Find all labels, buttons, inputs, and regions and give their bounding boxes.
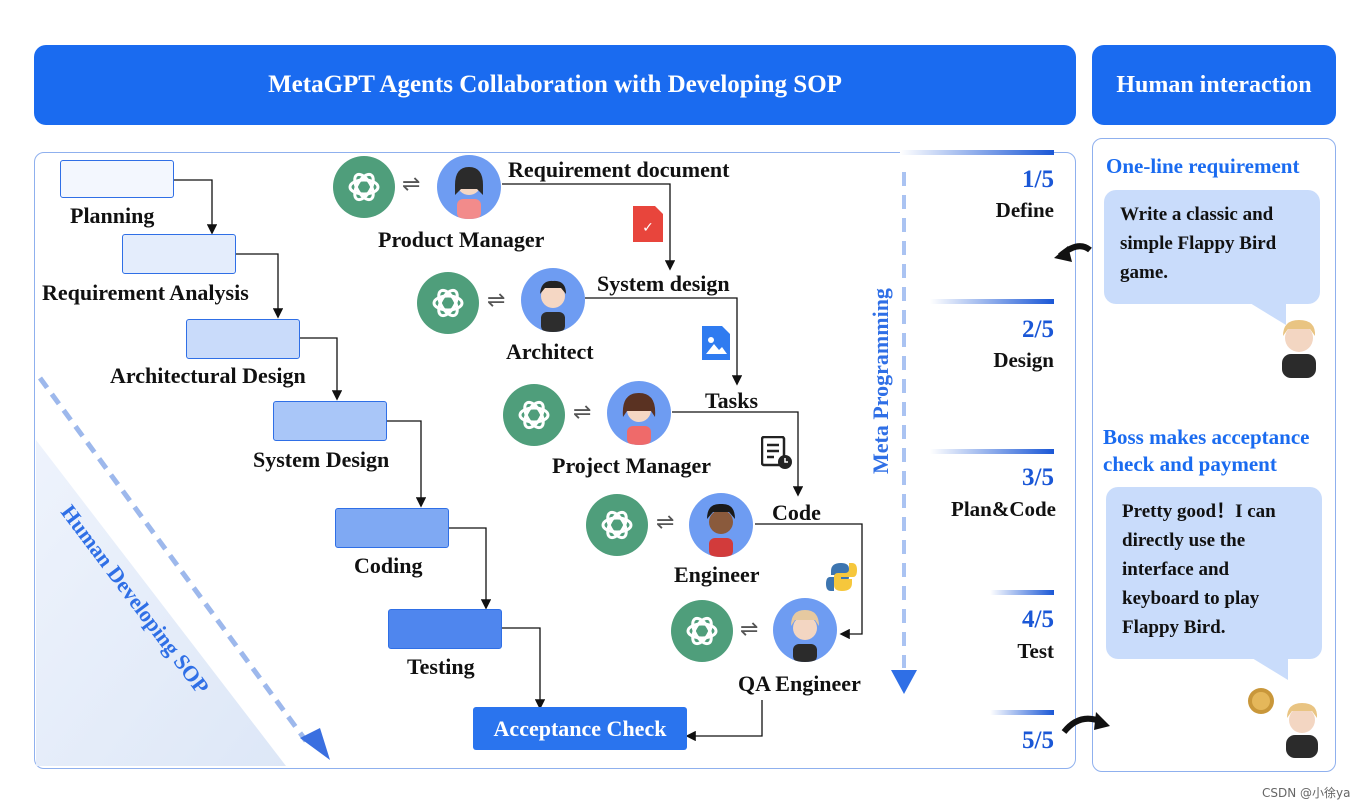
one-line-requirement-heading: One-line requirement <box>1106 154 1300 178</box>
swap-icon: ⇌ <box>656 510 675 535</box>
project-manager-avatar <box>607 381 671 445</box>
acceptance-check-box: Acceptance Check <box>473 707 687 750</box>
acceptance-check-label: Acceptance Check <box>493 715 667 741</box>
stage-num-3: 3/5 <box>1022 464 1054 491</box>
stage-name-4: Test <box>1017 639 1054 663</box>
sop-label-testing: Testing <box>407 654 475 679</box>
architect-avatar <box>521 268 585 332</box>
engineer-avatar <box>689 493 753 557</box>
main-title: MetaGPT Agents Collaboration with Develo… <box>268 71 842 98</box>
role-qa-engineer: QA Engineer <box>738 671 861 696</box>
artifact-tasks: Tasks <box>705 388 759 413</box>
sop-label-system: System Design <box>253 447 390 472</box>
openai-icon <box>417 272 479 334</box>
artifact-requirement-doc: Requirement document <box>508 157 730 182</box>
sop-box-coding <box>335 508 449 548</box>
stage-name-2: Design <box>993 348 1054 372</box>
side-title-banner: Human interaction <box>1092 45 1336 125</box>
main-title-banner: MetaGPT Agents Collaboration with Develo… <box>34 45 1076 125</box>
stage-num-4: 4/5 <box>1022 606 1054 633</box>
boss-avatar <box>1274 694 1330 763</box>
openai-icon <box>586 494 648 556</box>
boss-heading-line2: check and payment <box>1103 452 1277 476</box>
pdf-file-icon: ✓ <box>633 206 663 242</box>
user-avatar <box>1270 312 1328 383</box>
sop-gradient-triangle <box>36 440 286 766</box>
bubble-tail <box>1250 303 1286 325</box>
openai-icon <box>503 384 565 446</box>
sop-label-coding: Coding <box>354 553 423 578</box>
stage-num-5: 5/5 <box>1022 727 1054 754</box>
artifact-system-design: System design <box>597 271 730 296</box>
stage-num-2: 2/5 <box>1022 316 1054 343</box>
requirement-bubble: Write a classic and simple Flappy Bird g… <box>1104 190 1320 304</box>
stage-num-1: 1/5 <box>1022 166 1054 193</box>
artifact-code: Code <box>772 500 821 525</box>
sop-label-requirement: Requirement Analysis <box>42 280 249 305</box>
image-file-icon <box>702 326 730 360</box>
qa-engineer-avatar <box>773 598 837 662</box>
bubble-tail <box>1252 658 1288 680</box>
sop-box-planning <box>60 160 174 198</box>
swap-icon: ⇌ <box>740 617 759 642</box>
role-project-manager: Project Manager <box>552 453 712 478</box>
product-manager-avatar <box>437 155 501 219</box>
boss-text: Pretty good！I can directly use the inter… <box>1122 501 1276 638</box>
sop-box-system <box>273 401 387 441</box>
side-title: Human interaction <box>1116 71 1312 98</box>
svg-text:✓: ✓ <box>642 220 654 236</box>
openai-icon <box>671 600 733 662</box>
coin-icon <box>1248 688 1274 714</box>
meta-programming-label: Meta Programming <box>868 288 893 474</box>
python-icon <box>826 563 857 591</box>
stage-name-1: Define <box>995 198 1054 222</box>
boss-bubble: Pretty good！I can directly use the inter… <box>1106 487 1322 659</box>
role-product-manager: Product Manager <box>378 227 545 252</box>
boss-heading-line1: Boss makes acceptance <box>1103 425 1310 449</box>
sop-label-architecture: Architectural Design <box>110 363 306 388</box>
watermark: CSDN @小徐ya <box>1262 786 1351 800</box>
role-engineer: Engineer <box>674 562 760 587</box>
role-architect: Architect <box>506 339 594 364</box>
sop-box-requirement <box>122 234 236 274</box>
sop-label-planning: Planning <box>70 203 155 228</box>
swap-icon: ⇌ <box>402 172 421 197</box>
requirement-text: Write a classic and simple Flappy Bird g… <box>1120 204 1277 283</box>
swap-icon: ⇌ <box>573 400 592 425</box>
sop-box-testing <box>388 609 502 649</box>
task-list-icon <box>761 436 792 469</box>
sop-box-architecture <box>186 319 300 359</box>
swap-icon: ⇌ <box>487 288 506 313</box>
openai-icon <box>333 156 395 218</box>
stage-name-3: Plan&Code <box>951 497 1056 521</box>
